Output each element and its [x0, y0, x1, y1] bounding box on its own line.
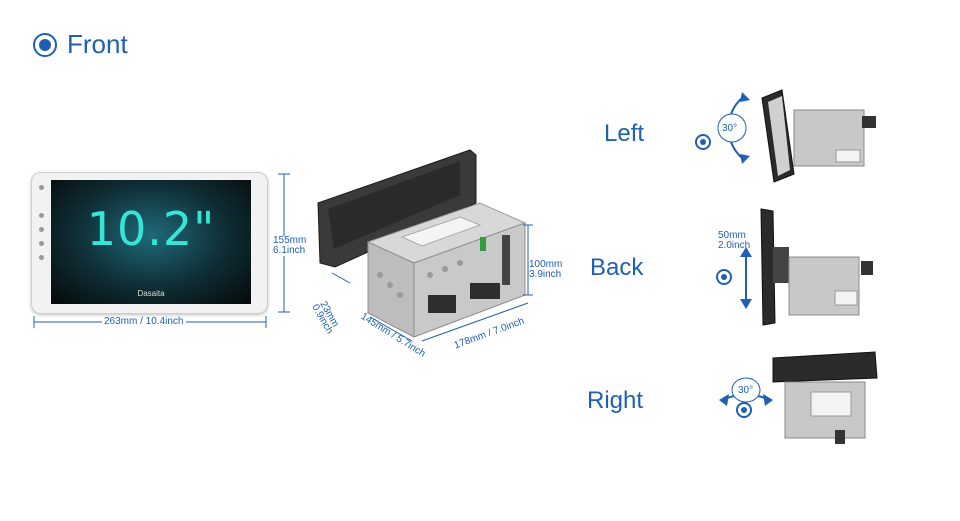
back-view-illustration [740, 208, 873, 326]
brand-label: Dasaita [137, 289, 165, 298]
power-button-icon [39, 185, 44, 190]
unit-height-inch: 3.9inch [529, 269, 562, 280]
back-offset-inch: 2.0inch [718, 240, 751, 251]
vol-down-button-icon [39, 255, 44, 260]
right-radio-icon [736, 402, 753, 418]
left-radio-icon [695, 134, 712, 150]
front-height-mm: 155mm [273, 235, 307, 246]
right-angle-label: 30° [738, 385, 754, 396]
back-offset-mm: 50mm [718, 230, 746, 241]
view-label-back: Back [590, 254, 644, 281]
front-radio-icon [33, 33, 57, 57]
front-height-inch: 6.1inch [273, 245, 306, 256]
unit-height-mm: 100mm [529, 259, 563, 270]
front-width-label: 263mm / 10.4inch [102, 316, 186, 327]
head-unit-illustration [317, 149, 533, 342]
section-title: Front [67, 29, 128, 59]
front-tablet: 10.2" Dasaita [31, 172, 268, 314]
home-button-icon [39, 213, 44, 218]
left-view-illustration [717, 89, 876, 183]
view-label-left: Left [604, 120, 645, 147]
tablet-screen: 10.2" Dasaita [51, 180, 251, 304]
left-angle-label: 30° [722, 123, 738, 134]
vol-button-icon [39, 241, 44, 246]
screen-size-label: 10.2" [86, 202, 216, 256]
back-button-icon [39, 227, 44, 232]
right-view-illustration [719, 351, 878, 444]
view-label-right: Right [587, 387, 644, 414]
back-radio-icon [715, 269, 732, 285]
